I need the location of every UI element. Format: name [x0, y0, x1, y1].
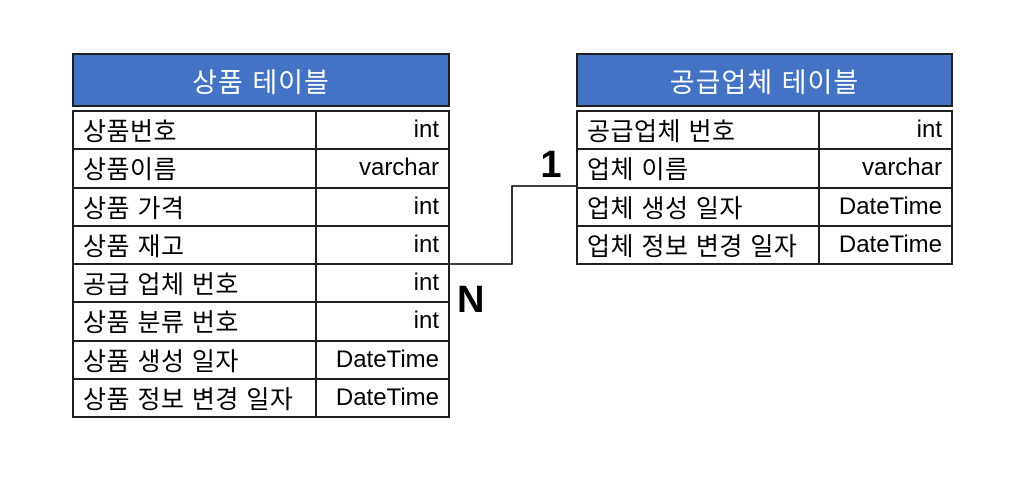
- table-row: 상품 정보 변경 일자 DateTime: [74, 377, 448, 416]
- table-row: 공급 업체 번호 int: [74, 263, 448, 302]
- column-name: 업체 정보 변경 일자: [587, 232, 798, 261]
- table-supplier: 공급업체 테이블 공급업체 번호 int 업체 이름 varchar 업체 생성…: [576, 53, 953, 265]
- column-name: 공급업체 번호: [587, 118, 736, 147]
- column-name: 상품이름: [83, 156, 178, 185]
- table-row: 상품 생성 일자 DateTime: [74, 339, 448, 378]
- table-supplier-title: 공급업체 테이블: [576, 53, 953, 107]
- cardinality-many-label: N: [457, 279, 485, 321]
- column-name: 상품 재고: [83, 232, 185, 261]
- column-name: 업체 생성 일자: [587, 194, 743, 223]
- table-row: 업체 생성 일자 DateTime: [578, 186, 951, 225]
- table-product: 상품 테이블 상품번호 int 상품이름 varchar 상품 가격 int 상…: [72, 53, 450, 418]
- table-row: 업체 이름 varchar: [578, 148, 951, 187]
- column-name: 상품번호: [83, 118, 178, 147]
- column-name: 공급 업체 번호: [83, 271, 239, 300]
- column-type: int: [315, 303, 448, 340]
- cardinality-one-label: 1: [540, 144, 562, 186]
- table-row: 상품이름 varchar: [74, 148, 448, 187]
- table-row: 공급업체 번호 int: [578, 112, 951, 149]
- column-name: 상품 가격: [83, 194, 185, 223]
- column-type: int: [315, 112, 448, 149]
- column-type: DateTime: [818, 226, 951, 263]
- table-row: 상품 재고 int: [74, 224, 448, 263]
- column-name: 상품 정보 변경 일자: [83, 385, 294, 414]
- table-supplier-body: 공급업체 번호 int 업체 이름 varchar 업체 생성 일자 DateT…: [576, 110, 953, 265]
- table-product-body: 상품번호 int 상품이름 varchar 상품 가격 int 상품 재고 in…: [72, 110, 450, 418]
- column-type: DateTime: [315, 379, 448, 416]
- column-name: 상품 생성 일자: [83, 347, 239, 376]
- column-type: varchar: [315, 150, 448, 187]
- table-product-title: 상품 테이블: [72, 53, 450, 107]
- column-name: 상품 분류 번호: [83, 309, 239, 338]
- table-row: 상품번호 int: [74, 112, 448, 149]
- table-row: 업체 정보 변경 일자 DateTime: [578, 224, 951, 263]
- column-type: int: [315, 188, 448, 225]
- column-name: 업체 이름: [587, 156, 689, 185]
- column-type: int: [315, 226, 448, 263]
- column-type: int: [315, 265, 448, 302]
- column-type: DateTime: [315, 341, 448, 378]
- table-row: 상품 가격 int: [74, 186, 448, 225]
- table-row: 상품 분류 번호 int: [74, 301, 448, 340]
- column-type: varchar: [818, 150, 951, 187]
- column-type: int: [818, 112, 951, 149]
- column-type: DateTime: [818, 188, 951, 225]
